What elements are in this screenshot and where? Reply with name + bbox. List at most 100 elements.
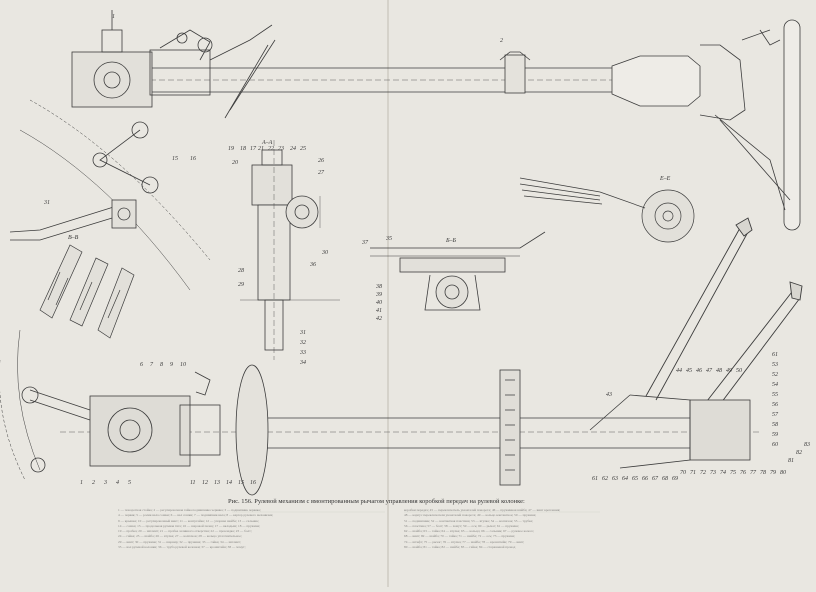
part-number-label: 65	[632, 476, 638, 482]
part-number-label: 31	[300, 330, 306, 336]
part-number-label: 83	[804, 442, 810, 448]
part-number-label: 63	[612, 476, 618, 482]
legend-line: 56 — пластина; 57 — болт; 58 — хомут; 59…	[404, 523, 519, 528]
part-number-label: 17	[250, 146, 256, 152]
part-number-label: 36	[310, 262, 316, 268]
part-number-label: 67	[652, 476, 658, 482]
part-number-label: 42	[376, 316, 382, 322]
part-number-label: 73	[710, 470, 716, 476]
legend-line: 14 — сошка; 15 — продольная рулевая тяга…	[118, 523, 261, 528]
part-number-label: 69	[672, 476, 678, 482]
part-number-label: 15	[238, 480, 244, 486]
lower-steering-column	[0, 329, 760, 496]
legend-line: 80 — шайба; 81 — гайка; 82 — шайба; 83 —…	[404, 545, 516, 550]
gear-shift-lever	[645, 217, 803, 416]
part-number-label: 12	[202, 480, 208, 486]
part-number-label: 43	[606, 392, 612, 398]
part-number-label: 14	[226, 480, 232, 486]
part-number-label: 8	[160, 362, 163, 368]
part-number-label: 54	[772, 382, 778, 388]
legend-left: 1 — поворотная стойка; 2 — регулировочна…	[118, 508, 386, 582]
part-number-label: 72	[700, 470, 706, 476]
part-number-label: 56	[772, 402, 778, 408]
upper-steering-column	[150, 19, 801, 231]
legend-line: 35 — вал рулевой колонки; 36 — труба рул…	[118, 545, 246, 550]
part-number-label: 11	[190, 480, 196, 486]
part-number-label: 27	[318, 170, 324, 176]
part-number-label: 25	[300, 146, 306, 152]
section-label-ee: Е–Е	[660, 176, 671, 182]
part-number-label: 55	[772, 392, 778, 398]
part-number-label: 61	[772, 352, 778, 358]
part-number-label: 58	[772, 422, 778, 428]
part-number-label: 49	[726, 368, 732, 374]
part-number-label: 21	[258, 146, 264, 152]
part-number-label: 60	[772, 442, 778, 448]
part-number-label: 13	[214, 480, 220, 486]
part-number-label: 3	[104, 480, 107, 486]
legend-line: коробки передач; 45 — переключатель указ…	[404, 508, 561, 512]
part-number-label: 76	[740, 470, 746, 476]
part-number-label: 44	[676, 368, 682, 374]
part-number-label: 20	[232, 160, 238, 166]
part-number-label: 81	[788, 458, 794, 464]
part-number-label: 82	[796, 450, 802, 456]
part-number-label: 48	[716, 368, 722, 374]
part-number-label: 4	[116, 480, 119, 486]
part-number-label: 71	[690, 470, 696, 476]
part-number-label: 34	[300, 360, 306, 366]
part-number-label: 74	[720, 470, 726, 476]
section-label-vv: В–В	[68, 235, 79, 241]
part-number-label: 2	[500, 38, 503, 44]
part-number-label: 19	[228, 146, 234, 152]
part-number-label: 62	[602, 476, 608, 482]
part-number-label: 41	[376, 308, 382, 314]
section-label-bb: Б–Б	[446, 238, 457, 244]
legend-line: 19 — пробка; 20 — шплинт; 21 — пробка за…	[118, 529, 252, 534]
part-number-label: 6	[140, 362, 143, 368]
part-number-label: 61	[592, 476, 598, 482]
part-number-label: 24	[290, 146, 296, 152]
part-number-label: 28	[238, 268, 244, 274]
part-number-label: 39	[376, 292, 382, 298]
part-number-label: 66	[642, 476, 648, 482]
legend-line: 51 — подшипник; 52 — контактная пластина…	[404, 518, 534, 523]
spring-section	[39, 244, 135, 339]
section-aa	[240, 140, 340, 360]
part-number-label: 79	[770, 470, 776, 476]
part-number-label: 40	[376, 300, 382, 306]
legend-line: 68 — винт; 69 — шайба; 70 — гайка; 71 — …	[404, 534, 516, 539]
part-number-label: 35	[386, 236, 392, 242]
part-number-label: 52	[772, 372, 778, 378]
part-number-label: 22	[268, 146, 274, 152]
part-number-label: 77	[750, 470, 756, 476]
part-number-label: 29	[238, 282, 244, 288]
part-number-label: 68	[662, 476, 668, 482]
part-number-label: 57	[772, 412, 778, 418]
legend-line: 4 — червяк; 5 — ролик вала сошки; 6 — ва…	[118, 513, 274, 518]
part-number-label: 16	[250, 480, 256, 486]
legend-line: 24 — гайка; 25 — шайба; 26 — втулка; 27 …	[118, 534, 242, 539]
part-number-label: 78	[760, 470, 766, 476]
part-number-label: 59	[772, 432, 778, 438]
section-bb	[370, 231, 546, 311]
part-number-label: 10	[180, 362, 186, 368]
legend-line: 9 — крышка; 10 — регулировочный винт; 11…	[118, 518, 259, 523]
part-number-label: 50	[736, 368, 742, 374]
part-number-label: 38	[376, 284, 382, 290]
legend-line: 29 — винт; 30 — пружина; 31 — шарнир; 32…	[118, 539, 241, 544]
part-number-label: 18	[240, 146, 246, 152]
part-number-label: 31	[44, 200, 50, 206]
part-number-label: 45	[686, 368, 692, 374]
legend-right: коробки передач; 45 — переключатель указ…	[404, 508, 676, 582]
part-number-label: 16	[190, 156, 196, 162]
part-number-label: 33	[300, 350, 306, 356]
legend-line: 74 — штифт; 75 — рычаг; 76 — втулка; 77 …	[404, 539, 525, 544]
section-label-aa: А–А	[262, 140, 273, 146]
part-number-label: 53	[772, 362, 778, 368]
part-number-label: 7	[150, 362, 153, 368]
part-number-label: 32	[300, 340, 306, 346]
part-number-label: 9	[170, 362, 173, 368]
drag-link	[9, 199, 137, 241]
